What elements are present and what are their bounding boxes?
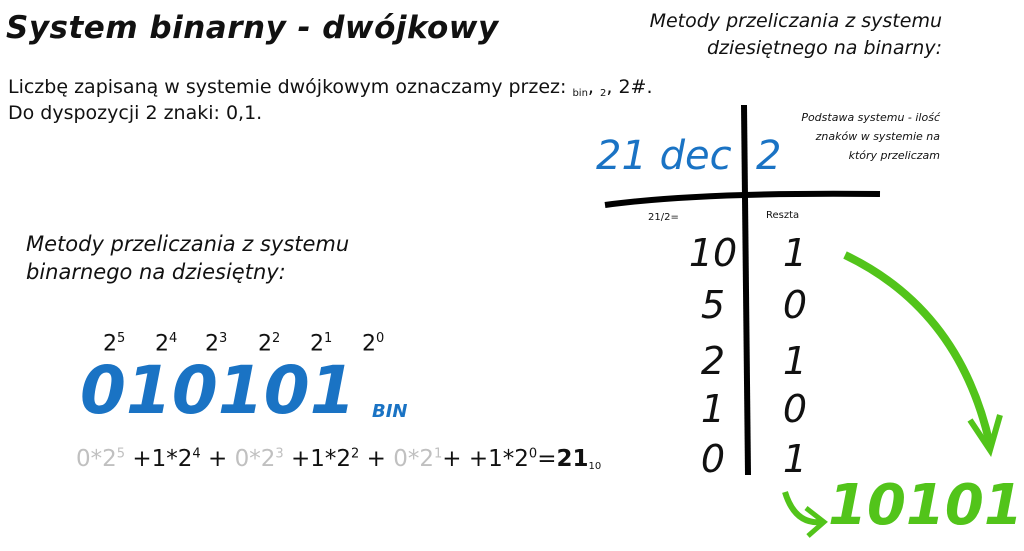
remainder: 0	[782, 387, 808, 431]
green-arrow-curve	[843, 251, 994, 446]
power-label: 22	[258, 331, 281, 357]
equation-term: 0*23	[234, 446, 284, 472]
horizontal-line	[604, 190, 881, 208]
arrowhead-icon	[804, 506, 828, 538]
decimal-number: 21 dec	[596, 133, 732, 179]
intro-line-1: Liczbę zapisaną w systemie dwójkowym ozn…	[8, 76, 653, 99]
power-label: 23	[205, 331, 228, 357]
base-number: 2	[756, 133, 782, 179]
equation-term: + +1*20	[442, 446, 538, 472]
equation-term: +	[359, 446, 394, 472]
equation-term: +1*22	[283, 446, 360, 472]
binary-result: 10101	[828, 473, 1023, 538]
remainder: 1	[782, 231, 808, 275]
arrowhead-icon	[967, 414, 1003, 458]
quotient: 5	[700, 283, 726, 327]
division-label: 21/2=	[648, 212, 679, 223]
intro-line-2: Do dyspozycji 2 znaki: 0,1.	[8, 102, 263, 124]
sep: ,	[587, 76, 601, 98]
conversion-equation: 0*25 +1*24 + 0*23 +1*22 + 0*21+ +1*20=21…	[76, 446, 601, 472]
answer: 21	[556, 446, 589, 472]
answer-base: 10	[588, 461, 602, 472]
remainder-label: Reszta	[766, 210, 800, 221]
heading-line: dziesiętnego na binarny:	[706, 37, 942, 59]
quotient: 0	[700, 437, 726, 481]
intro-text: Liczbę zapisaną w systemie dwójkowym ozn…	[8, 76, 573, 98]
equation-term: +1*24	[125, 446, 201, 472]
vertical-line	[741, 104, 751, 476]
equation-term: 0*25	[76, 446, 126, 472]
page-title: System binarny - dwójkowy	[6, 10, 499, 46]
remainder: 0	[782, 283, 808, 327]
quotient: 1	[700, 387, 726, 431]
power-label: 24	[155, 331, 178, 357]
green-arrow-lower	[782, 491, 823, 526]
equation-term: =	[537, 446, 557, 472]
bin-to-dec-heading: Metody przeliczania z systemu binarnego n…	[26, 230, 349, 286]
equation-term: 0*21	[393, 446, 443, 472]
equation-term: +	[200, 446, 235, 472]
dec-to-bin-heading: Metody przeliczania z systemu dziesiętneg…	[650, 8, 942, 62]
power-label: 21	[310, 331, 333, 357]
notation-2: 2	[600, 88, 607, 99]
remainder: 1	[782, 339, 808, 383]
quotient: 2	[700, 339, 726, 383]
notation-bin: bin	[572, 88, 588, 99]
heading-line: binarnego na dziesiętny:	[26, 260, 286, 284]
base-note: Podstawa systemu - ilość znaków w system…	[801, 111, 940, 162]
binary-digits: 010101	[80, 352, 356, 429]
remainder: 1	[782, 437, 808, 481]
power-label: 20	[362, 331, 385, 357]
quotient: 10	[688, 231, 738, 275]
bin-suffix: BIN	[372, 401, 408, 422]
heading-line: Metody przeliczania z systemu	[26, 232, 350, 256]
heading-line: Metody przeliczania z systemu	[649, 10, 942, 32]
power-label: 25	[103, 331, 126, 357]
notation-tail: , 2#.	[606, 76, 653, 98]
